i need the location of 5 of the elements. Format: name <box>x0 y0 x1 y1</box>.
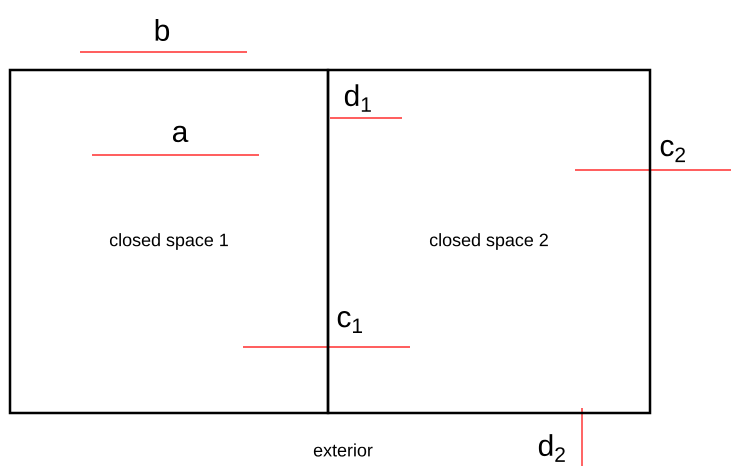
label: c$_{1}$ <box>338 311 362 333</box>
label: b <box>156 19 170 41</box>
label: exterior <box>314 443 373 457</box>
label: a <box>172 126 188 142</box>
label: d$_{1}$ <box>344 84 371 112</box>
